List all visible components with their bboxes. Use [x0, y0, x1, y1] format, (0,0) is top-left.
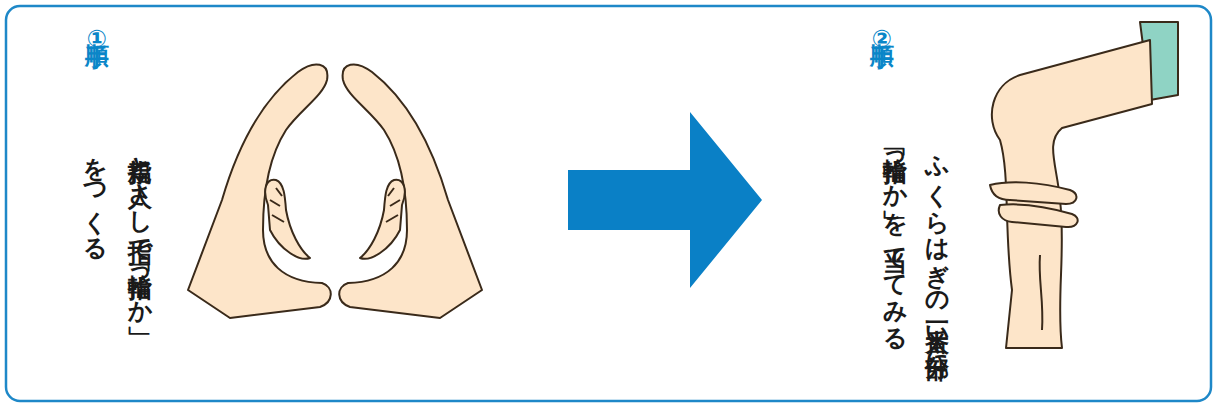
step-panel: 手順①親指と人さし指で 「指輪っか」をつくる	[55, 15, 568, 395]
right-hand	[339, 64, 482, 318]
step-instruction: ふくらはぎの 一番太い部分に 「指輪っか」を 当ててみる	[790, 140, 958, 407]
left-hand	[188, 64, 331, 318]
step-panel: 手順②ふくらはぎの 一番太い部分に 「指輪っか」を 当ててみる	[762, 15, 1202, 395]
leg-illustration	[990, 22, 1178, 348]
shin-line	[1040, 255, 1043, 330]
panel-border	[6, 6, 1211, 401]
flow-arrow	[568, 112, 762, 288]
hands-ring	[188, 64, 482, 318]
hand-on-calf	[990, 182, 1076, 204]
step-instruction: 親指と人さし指で 「指輪っか」をつくる	[72, 140, 162, 407]
hand-on-calf	[999, 204, 1078, 227]
